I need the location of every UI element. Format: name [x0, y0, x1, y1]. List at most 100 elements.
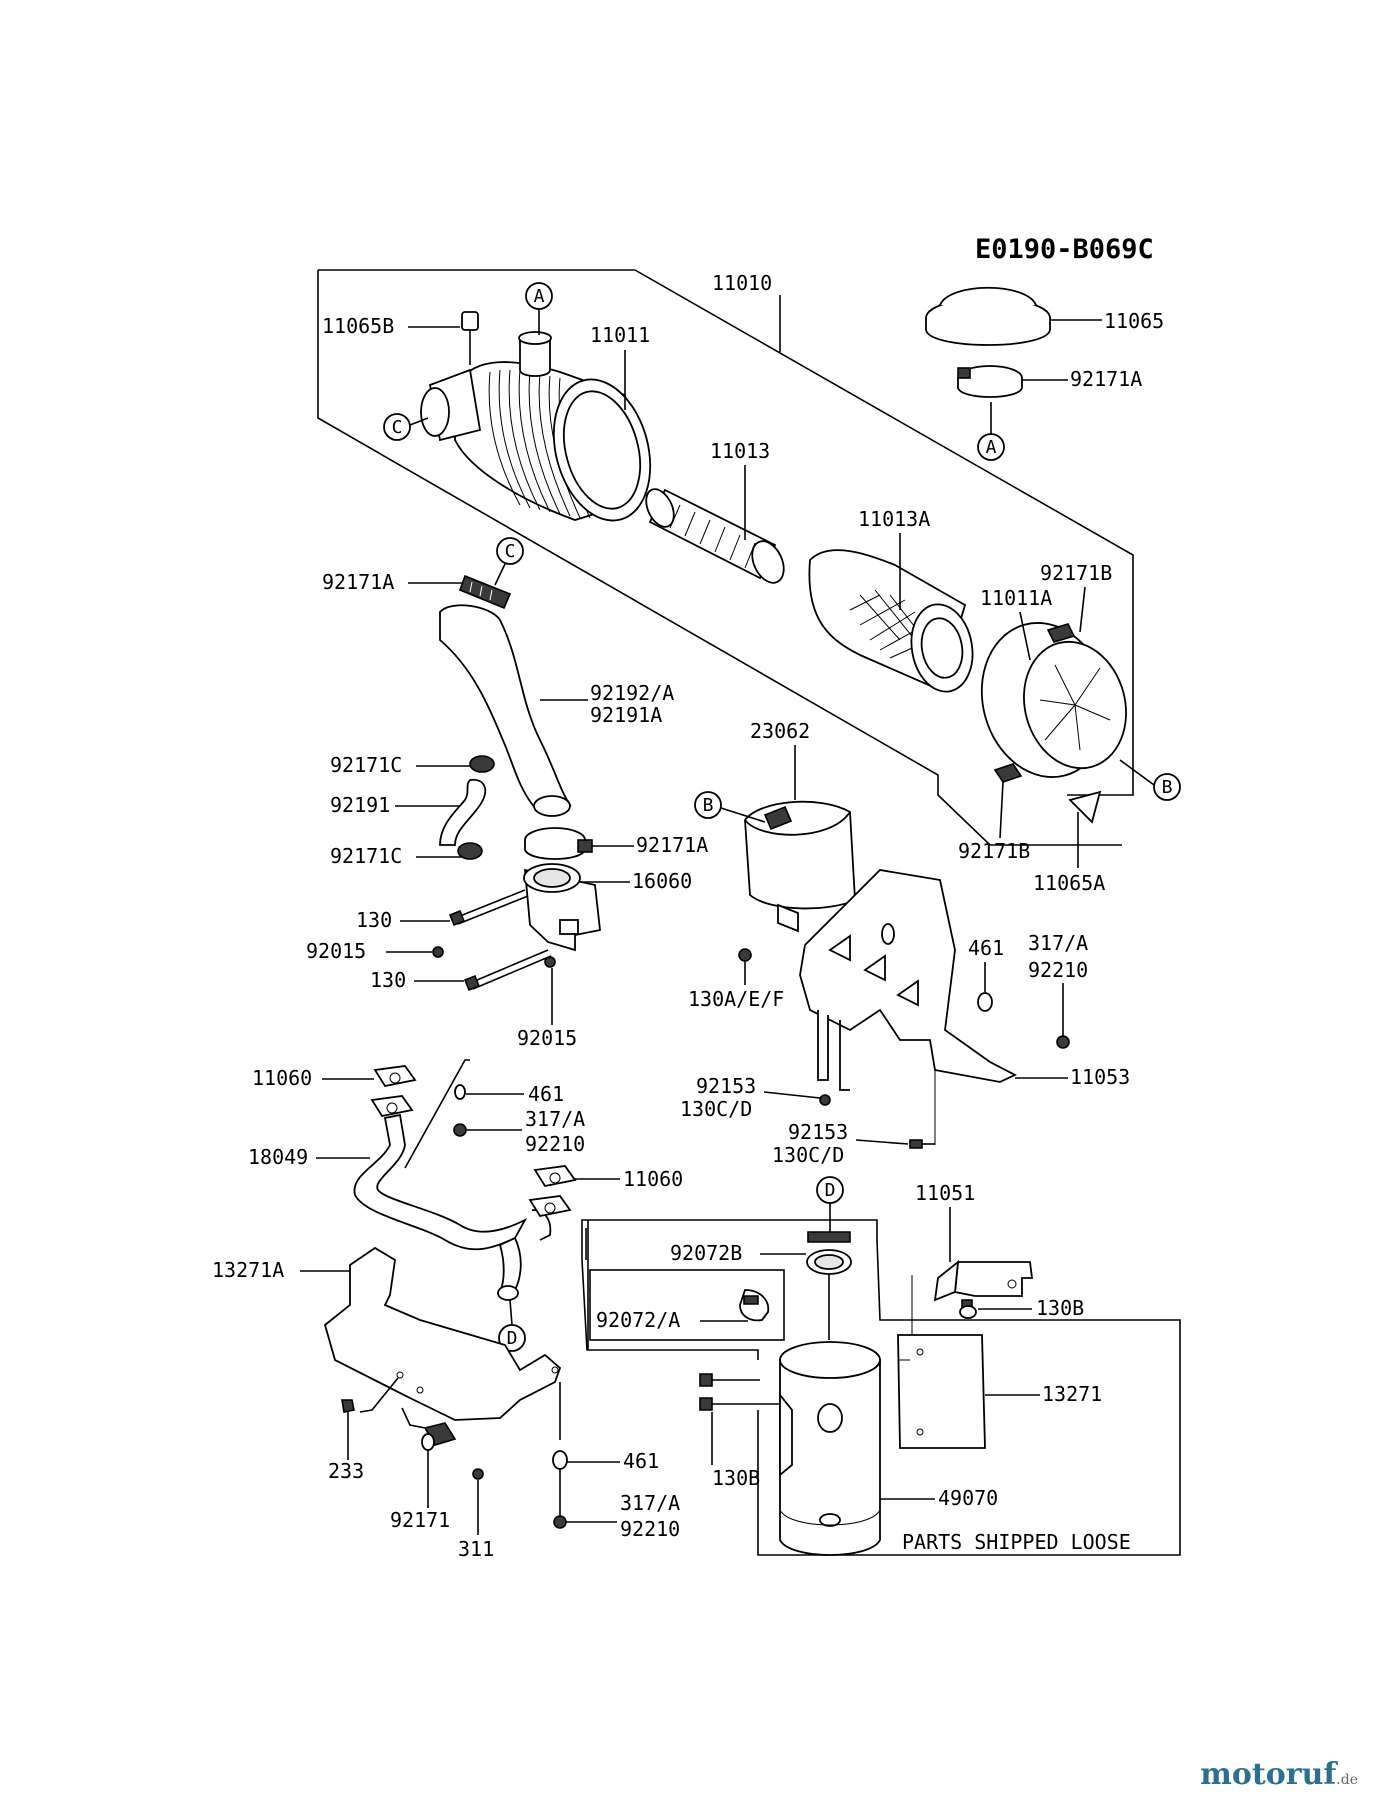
part-label-92210-low: 92210 [620, 1517, 680, 1541]
bolts-130B-muffler [699, 1373, 780, 1411]
muffler-frame [581, 1219, 1181, 1556]
svg-text:C: C [392, 417, 403, 438]
plate-13271 [897, 1334, 986, 1449]
part-label-317A-low: 317/A [620, 1491, 680, 1515]
parts-shipped-loose-note: PARTS SHIPPED LOOSE [902, 1530, 1131, 1554]
part-label-92153-b: 92153 [788, 1120, 848, 1144]
part-label-92210-mid: 92210 [525, 1132, 585, 1156]
part-label-130AEF: 130A/E/F [688, 987, 784, 1011]
nut-92210-mid [453, 1123, 467, 1137]
bolt-130AEF [738, 948, 752, 962]
outer-filter-11013A [808, 549, 974, 693]
bolt-130B-bracket [959, 1299, 977, 1319]
part-label-23062: 23062 [750, 719, 810, 743]
part-label-92072A: 92072/A [596, 1308, 680, 1332]
bolt-233 [341, 1399, 355, 1413]
hose-92192A [439, 604, 572, 817]
muffler-49070 [779, 1341, 881, 1556]
part-label-92171A-cap: 92171A [1070, 367, 1142, 391]
part-label-130-upper: 130 [356, 908, 392, 932]
nut-311 [472, 1468, 484, 1480]
part-label-11053: 11053 [1070, 1065, 1130, 1089]
part-label-461-low: 461 [623, 1449, 659, 1473]
nut-92015-left [432, 946, 444, 958]
washer-461-low [552, 1450, 568, 1470]
part-label-11051: 11051 [915, 1181, 975, 1205]
part-label-92171C-top: 92171C [330, 753, 402, 777]
air-cleaner-body-11011 [420, 311, 652, 522]
washer-461-top [977, 992, 993, 1012]
part-label-92171C-low: 92171C [330, 844, 402, 868]
part-label-317A-mid: 317/A [525, 1107, 585, 1131]
svg-text:D: D [507, 1328, 518, 1349]
air-cleaner-assembly-frame [317, 269, 1134, 846]
hose-92191 [439, 778, 487, 846]
nut-92210-top [1056, 1035, 1070, 1049]
joint-16060 [523, 863, 601, 952]
part-label-130B-muffler: 130B [712, 1466, 760, 1490]
part-label-92171: 92171 [390, 1508, 450, 1532]
callout-c-left: C [383, 413, 429, 441]
inner-filter-11013 [645, 488, 785, 584]
clamp-92072A [739, 1289, 770, 1322]
callout-a-right: A [977, 402, 1005, 461]
part-label-11013: 11013 [710, 439, 770, 463]
watermark-logo: motoruf.de [1200, 1757, 1358, 1792]
bolt-130-upper [448, 889, 529, 927]
heat-shield-13271A [323, 1246, 562, 1421]
part-label-92191A: 92191A [590, 703, 662, 727]
nut-92210-low [553, 1515, 567, 1529]
part-label-130-lower: 130 [370, 968, 406, 992]
clamp-92072B [806, 1231, 852, 1275]
part-label-11065B: 11065B [322, 314, 394, 338]
svg-text:C: C [505, 541, 516, 562]
part-label-11060-upper: 11060 [252, 1066, 312, 1090]
diagram-code: E0190-B069C [975, 234, 1154, 265]
part-label-92171A-mid: 92171A [636, 833, 708, 857]
clamp-92171C-low [457, 842, 483, 860]
callout-b-left: B [694, 791, 766, 823]
part-label-11065: 11065 [1104, 309, 1164, 333]
exhaust-pipe-18049 [353, 1095, 552, 1301]
clamp-92171 [421, 1422, 457, 1451]
part-label-49070: 49070 [938, 1486, 998, 1510]
part-label-13271A: 13271A [212, 1258, 284, 1282]
part-label-130CD-b: 130C/D [772, 1143, 844, 1167]
callout-d-left: D [498, 1299, 526, 1352]
callout-a-top: A [525, 282, 553, 335]
part-label-317A-top: 317/A [1028, 931, 1088, 955]
nut-92015-right [544, 956, 556, 968]
clamp-92171A-mid [524, 827, 593, 860]
bolt-130-lower [463, 949, 552, 992]
part-label-311: 311 [458, 1537, 494, 1561]
part-label-92015-left: 92015 [306, 939, 366, 963]
part-label-11065A: 11065A [1033, 871, 1105, 895]
clamp-92171A-hose [458, 574, 512, 610]
svg-text:A: A [534, 286, 545, 307]
bolt-92153-a [819, 1094, 831, 1106]
part-label-11060-lower: 11060 [623, 1167, 683, 1191]
callout-d-right: D [816, 1176, 844, 1232]
part-label-92015-right: 92015 [517, 1026, 577, 1050]
part-label-92171A-hose: 92171A [322, 570, 394, 594]
svg-text:D: D [825, 1180, 836, 1201]
part-label-130B-bracket: 130B [1036, 1296, 1084, 1320]
part-label-130CD-a: 130C/D [680, 1097, 752, 1121]
part-label-92171B-low: 92171B [958, 839, 1030, 863]
part-label-16060: 16060 [632, 869, 692, 893]
part-label-461-top: 461 [968, 936, 1004, 960]
callout-b-right: B [1119, 759, 1181, 801]
part-label-92171B-top: 92171B [1040, 561, 1112, 585]
callout-c-low: C [494, 537, 524, 586]
inset-box-92072A [589, 1269, 785, 1341]
part-label-92192A: 92192/A [590, 681, 674, 705]
part-label-13271: 13271 [1042, 1382, 1102, 1406]
svg-text:A: A [986, 437, 997, 458]
cover-11011A [980, 622, 1127, 824]
bracket-11051 [933, 1259, 1034, 1302]
part-label-92191: 92191 [330, 793, 390, 817]
part-label-233: 233 [328, 1459, 364, 1483]
svg-text:B: B [1162, 777, 1173, 798]
part-label-11011A: 11011A [980, 586, 1052, 610]
